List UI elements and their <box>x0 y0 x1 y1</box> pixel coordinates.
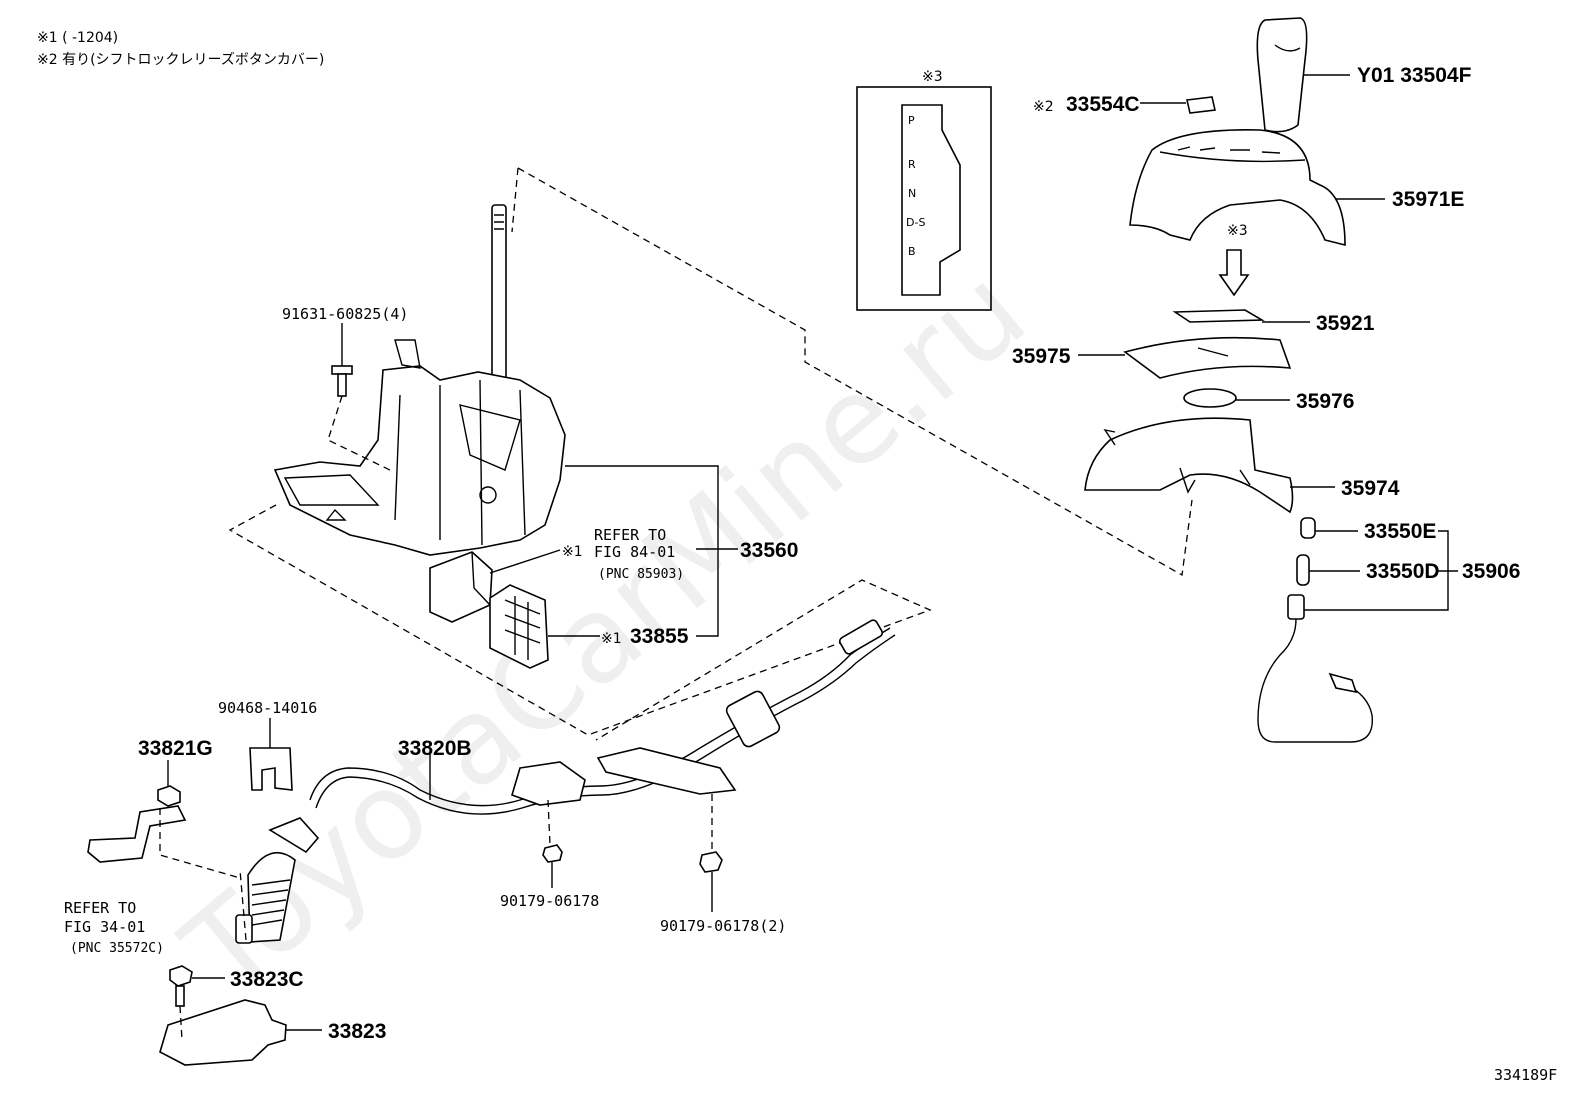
label-35906: 35906 <box>1462 560 1520 583</box>
label-33550E: 33550E <box>1364 520 1436 543</box>
label-33823C: 33823C <box>230 968 304 991</box>
shift-lever-assembly-part <box>273 204 566 556</box>
assembly-dashed-outline <box>517 167 1193 577</box>
label-90179b: 90179-06178(2) <box>660 917 786 935</box>
bracket-33823-part <box>159 999 287 1066</box>
gate-pos-r: R <box>908 158 916 171</box>
label-arrow-mark: ※3 <box>1227 223 1248 239</box>
note-1: ※1 ( -1204) <box>37 30 118 46</box>
gate-pos-n: N <box>908 187 916 200</box>
label-91631: 91631-60825(4) <box>282 305 408 323</box>
bulb-33550E-part <box>1300 517 1316 539</box>
label-33855-mark: ※1 <box>601 631 622 647</box>
label-33560: 33560 <box>740 539 798 562</box>
shift-knob-part <box>1256 17 1308 133</box>
label-33554C-mark: ※2 <box>1033 99 1054 115</box>
ref2-line3: (PNC 35572C) <box>70 941 164 956</box>
label-33504F: Y01 33504F <box>1357 64 1472 87</box>
nut-33821G-part <box>157 785 181 807</box>
label-33823: 33823 <box>328 1020 386 1043</box>
label-33554C: 33554C <box>1066 93 1140 116</box>
plate-35921-part <box>1172 309 1265 323</box>
label-35975: 35975 <box>1012 345 1071 368</box>
bolt-91631-part <box>331 365 353 397</box>
ref1-line3: (PNC 85903) <box>598 567 684 582</box>
gate-plate <box>901 104 961 296</box>
down-arrow-icon <box>1218 249 1250 297</box>
ref1-mark: ※1 <box>562 544 583 560</box>
figure-id: 334189F <box>1494 1066 1557 1084</box>
label-90468: 90468-14016 <box>218 699 317 717</box>
label-90179a: 90179-06178 <box>500 892 599 910</box>
label-33820B: 33820B <box>398 737 472 760</box>
bulb-33550D-part <box>1296 554 1310 586</box>
ecu-part <box>429 551 493 623</box>
gate-pos-b: B <box>908 245 916 258</box>
nut-90179-b-part <box>699 851 723 873</box>
label-33821G: 33821G <box>138 737 213 760</box>
shift-gate-box: ※3 P R N D-S B <box>856 69 992 311</box>
bolt-33823C-part <box>169 965 193 1007</box>
gate-pos-ds: D-S <box>906 216 925 229</box>
housing-35974-part <box>1084 417 1294 514</box>
label-33550D: 33550D <box>1366 560 1440 583</box>
shift-cable-part <box>235 619 896 944</box>
gate-box-frame <box>856 86 992 311</box>
clip-90468-part <box>249 747 293 791</box>
gate-box-title: ※3 <box>922 69 943 85</box>
nut-90179-a-part <box>542 844 563 863</box>
gate-pos-p: P <box>908 114 915 127</box>
label-35976: 35976 <box>1296 390 1354 413</box>
ref2-line1: REFER TO <box>64 899 136 917</box>
button-cover-part <box>1186 96 1216 114</box>
label-35971E: 35971E <box>1392 188 1464 211</box>
ref1-line2: FIG 84-01 <box>594 543 675 561</box>
label-33855: 33855 <box>630 625 689 648</box>
bracket-part <box>87 805 187 863</box>
label-35974: 35974 <box>1341 477 1400 500</box>
connector-33855-part <box>489 584 549 669</box>
note-2: ※2 有り(シフトロックレリーズボタンカバー) <box>37 52 324 68</box>
cover-35975-part <box>1123 336 1292 379</box>
ref2-line2: FIG 34-01 <box>64 918 145 936</box>
ref1-line1: REFER TO <box>594 526 666 544</box>
disc-35976-part <box>1183 388 1237 408</box>
label-35921: 35921 <box>1316 312 1375 335</box>
socket-wire-part <box>1257 594 1374 743</box>
indicator-housing-part <box>1129 129 1346 247</box>
